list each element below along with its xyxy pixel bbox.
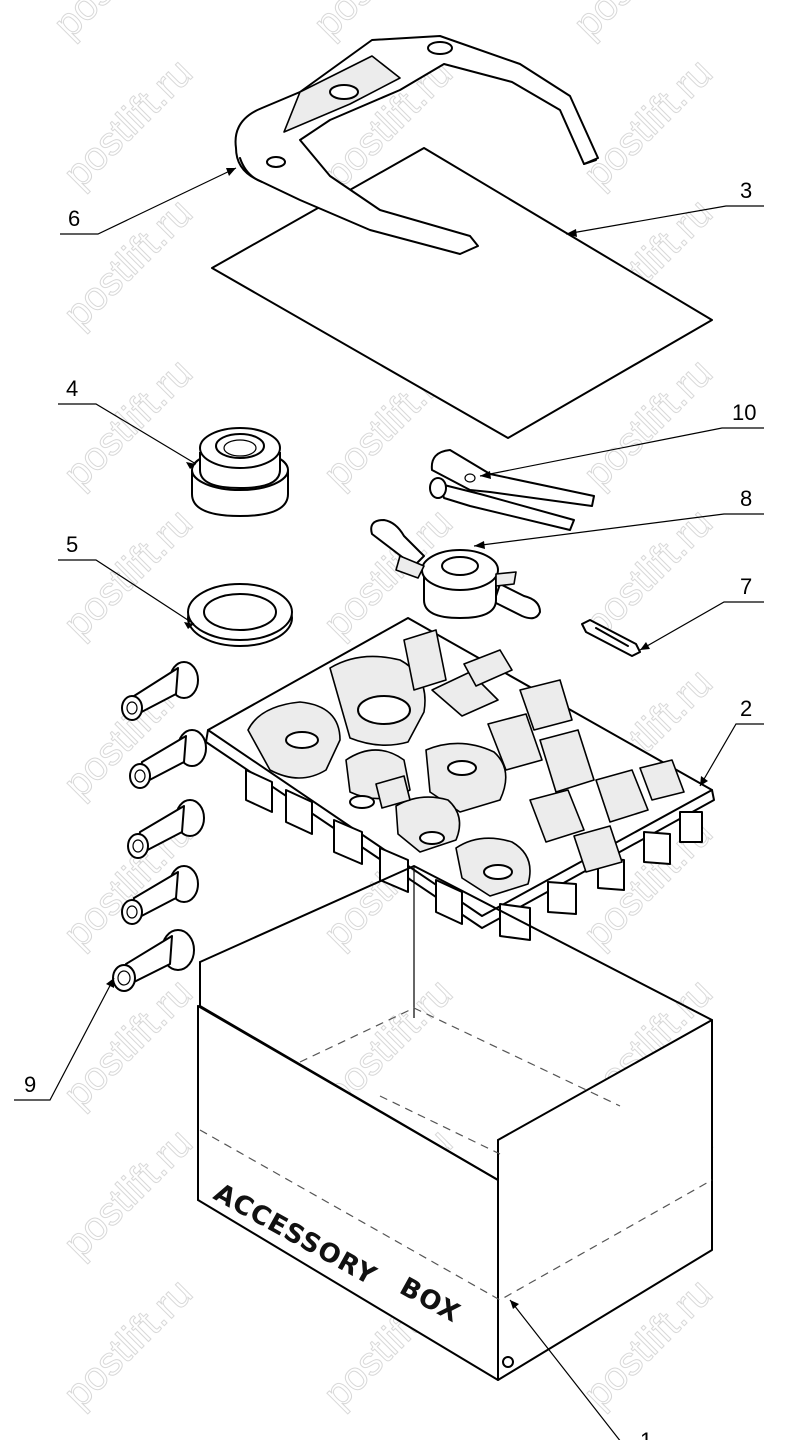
callout-7: 7 bbox=[740, 574, 752, 599]
watermark: postlift.ru bbox=[55, 500, 201, 646]
callout-labels: 6 3 4 10 5 8 7 2 9 1 bbox=[24, 178, 756, 1440]
watermark: postlift.ru bbox=[55, 1120, 201, 1266]
part-3-sheet bbox=[211, 147, 713, 439]
watermark: postlift.ru bbox=[55, 50, 201, 196]
callout-3: 3 bbox=[740, 178, 752, 203]
part-7-clip bbox=[581, 619, 641, 657]
callout-2: 2 bbox=[740, 696, 752, 721]
part-1-box: ACCESSORY BOX bbox=[197, 865, 713, 1381]
leader-lines bbox=[14, 167, 764, 1440]
part-5-ring bbox=[187, 583, 293, 647]
watermark: postlift.ru bbox=[55, 970, 201, 1116]
adapter bbox=[121, 865, 199, 925]
adapter bbox=[127, 799, 205, 859]
part-8-wing-nut bbox=[370, 519, 541, 620]
callout-8: 8 bbox=[740, 486, 752, 511]
callout-1: 1 bbox=[640, 1428, 652, 1440]
part-4-bushing bbox=[191, 427, 289, 517]
part-2-tray bbox=[205, 617, 715, 941]
callout-9: 9 bbox=[24, 1072, 36, 1097]
watermark: postlift.ru bbox=[45, 0, 191, 46]
watermark: postlift.ru bbox=[575, 50, 721, 196]
part-9-adapters bbox=[112, 661, 207, 992]
adapter bbox=[121, 661, 199, 721]
part-6-bracket bbox=[234, 35, 599, 255]
callout-5: 5 bbox=[66, 532, 78, 557]
watermark: postlift.ru bbox=[565, 0, 711, 46]
part-10-pliers bbox=[429, 449, 595, 531]
callout-10: 10 bbox=[732, 400, 756, 425]
callout-4: 4 bbox=[66, 376, 78, 401]
adapter bbox=[129, 729, 207, 789]
watermark: postlift.ru bbox=[55, 1270, 201, 1416]
adapter bbox=[112, 929, 195, 992]
callout-6: 6 bbox=[68, 206, 80, 231]
